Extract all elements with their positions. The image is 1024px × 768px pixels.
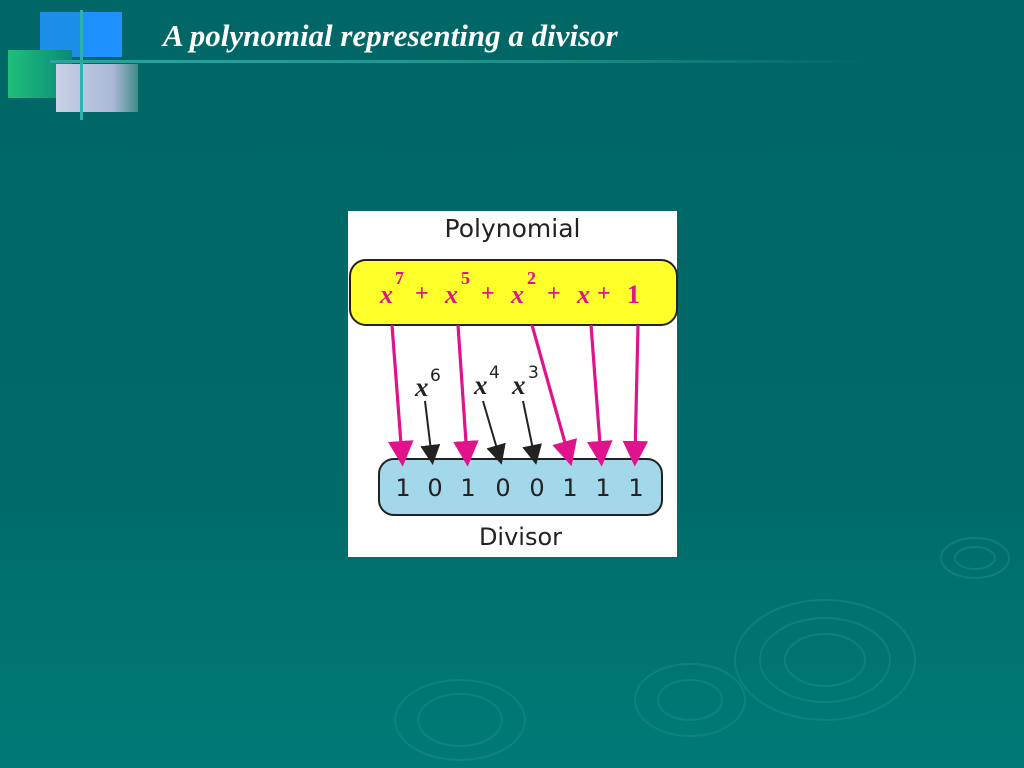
- plus-sign: +: [481, 281, 495, 307]
- polynomial-divisor-figure: Polynomial x 7 + x 5 + x 2 + x + 1 1 0 1…: [348, 211, 678, 557]
- missing-term-x6-exponent: 6: [430, 366, 441, 386]
- plus-sign: +: [415, 281, 429, 307]
- divisor-bit: 1: [460, 474, 476, 502]
- term-constant: 1: [627, 280, 640, 309]
- plus-sign: +: [547, 281, 561, 307]
- divisor-label: Divisor: [478, 523, 563, 551]
- divisor-bit: 0: [495, 474, 511, 502]
- divisor-box: [378, 458, 663, 516]
- missing-term-x4-base: x: [474, 370, 488, 400]
- arrow-1: [622, 324, 649, 467]
- term-x2-exponent: 2: [527, 268, 536, 288]
- arrow-x6: [420, 400, 441, 465]
- term-x7-exponent: 7: [395, 268, 404, 288]
- arrow-x: [587, 324, 613, 467]
- term-x2-base: x: [511, 280, 524, 309]
- missing-term-x3-exponent: 3: [528, 363, 539, 383]
- divisor-bit: 0: [529, 474, 545, 502]
- arrow-x4: [482, 400, 506, 465]
- divisor-bit: 1: [562, 474, 578, 502]
- divisor-bit: 0: [427, 474, 443, 502]
- slide-title: A polynomial representing a divisor: [163, 18, 618, 53]
- polynomial-box: [349, 259, 678, 326]
- slide-logo: [8, 10, 138, 120]
- plus-sign: +: [597, 281, 611, 307]
- missing-term-x4-exponent: 4: [489, 363, 500, 383]
- term-x7-base: x: [380, 280, 393, 309]
- divisor-bit: 1: [595, 474, 611, 502]
- title-underline: [50, 60, 870, 63]
- missing-term-x6-base: x: [415, 372, 429, 402]
- term-x5-base: x: [445, 280, 458, 309]
- polynomial-label: Polynomial: [444, 214, 581, 243]
- arrow-x2: [530, 324, 578, 467]
- arrow-x5: [453, 324, 479, 467]
- missing-term-x3-base: x: [512, 370, 526, 400]
- mapping-arrows: [388, 324, 649, 467]
- divisor-bit: 1: [395, 474, 411, 502]
- divisor-bit: 1: [628, 474, 644, 502]
- arrow-x3: [522, 400, 542, 465]
- polynomial-expression: x 7 + x 5 + x 2 + x + 1: [348, 211, 677, 557]
- term-x-base: x: [577, 280, 590, 309]
- arrow-x7: [388, 324, 414, 467]
- term-x5-exponent: 5: [461, 268, 470, 288]
